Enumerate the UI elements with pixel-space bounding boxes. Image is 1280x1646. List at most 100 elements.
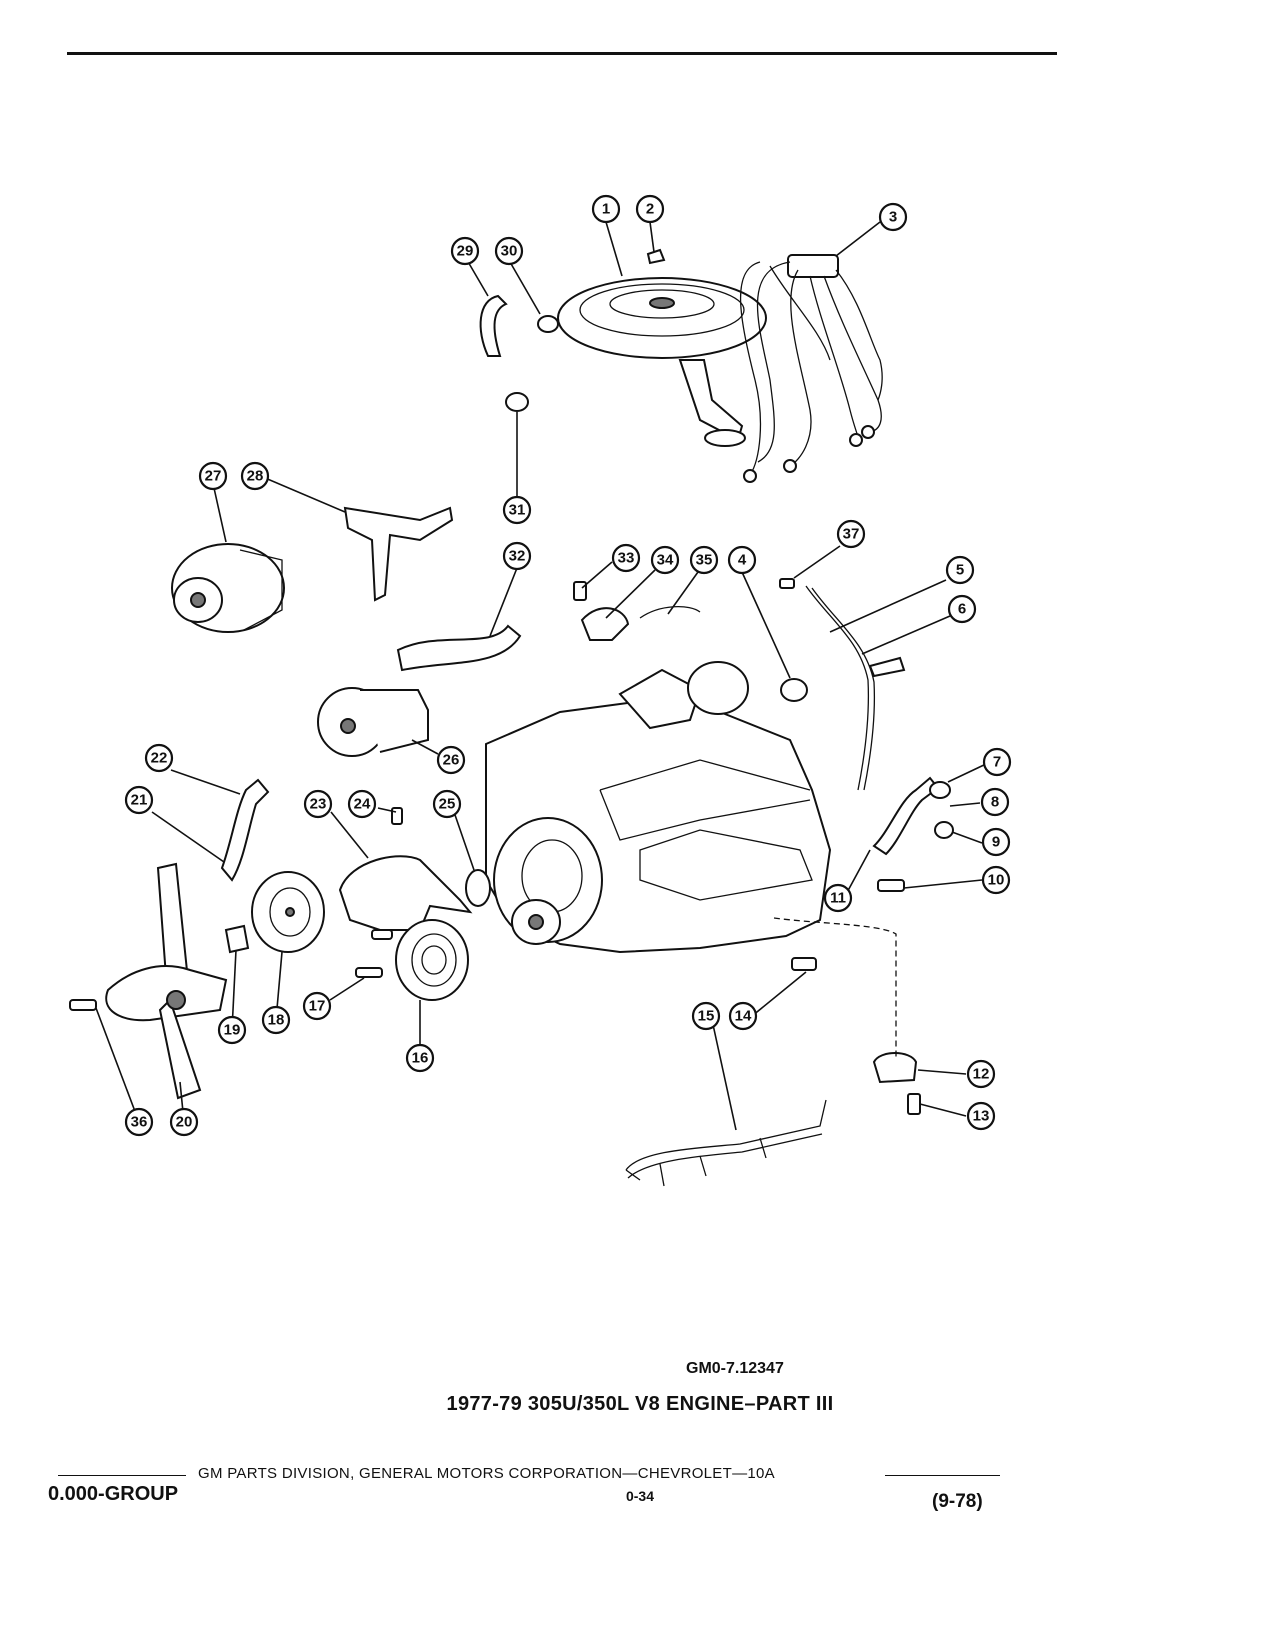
grommet [505,392,529,412]
dipstick [805,585,870,791]
svg-text:3: 3 [889,209,897,226]
svg-text:22: 22 [151,750,168,767]
water-pump [338,855,473,931]
svg-text:29: 29 [457,243,474,260]
fitting [934,821,954,839]
svg-text:9: 9 [992,834,1000,851]
svg-text:34: 34 [657,552,674,569]
svg-text:14: 14 [735,1008,752,1025]
svg-text:1: 1 [602,201,610,218]
callout-1: 1 [591,194,621,224]
callout-27: 27 [198,461,228,491]
svg-text:13: 13 [973,1108,990,1125]
callout-30: 30 [494,236,524,266]
svg-text:12: 12 [973,1066,990,1083]
figure-title: 1977-79 305U/350L V8 ENGINE–PART III [446,1393,834,1415]
header-rule [67,52,1057,55]
callout-5: 5 [945,555,975,585]
callout-4: 4 [727,545,757,575]
footer-rule-left [58,1475,186,1476]
drain-cock [791,957,817,971]
svg-text:10: 10 [988,872,1005,889]
leader-lines [95,221,987,1131]
dipstick-tube [811,587,876,791]
fan-bolt [69,999,97,1011]
water-pump-pulley [251,871,325,953]
svg-text:8: 8 [991,794,999,811]
hose-clamp [929,781,951,799]
lower-hose [220,778,270,882]
svg-text:15: 15 [698,1008,715,1025]
callout-10: 10 [981,865,1011,895]
revision-date: (9-78) [932,1491,983,1512]
pcv-valve [537,315,559,333]
svg-text:18: 18 [268,1012,285,1029]
sender-switch [779,578,795,589]
bolt [573,581,587,601]
svg-text:31: 31 [509,502,526,519]
alternator-bracket [343,506,454,602]
callout-37: 37 [836,519,866,549]
svg-text:17: 17 [309,998,326,1015]
callout-17: 17 [302,991,332,1021]
oil-cap [780,678,808,702]
heater-hose [872,776,940,856]
temp-switch [877,879,905,892]
callout-33: 33 [611,543,641,573]
callout-13: 13 [966,1101,996,1131]
callout-6: 6 [947,594,977,624]
crankshaft-pulley [395,919,469,1001]
upper-hose [396,624,522,672]
sender-bolt [907,1093,921,1115]
callout-3: 3 [878,202,908,232]
svg-text:16: 16 [412,1050,429,1067]
pump-stud [391,807,403,825]
svg-text:24: 24 [354,796,371,813]
svg-text:23: 23 [310,796,327,813]
callout-12: 12 [966,1059,996,1089]
callout-14: 14 [728,1001,758,1031]
svg-text:19: 19 [224,1022,241,1039]
svg-text:35: 35 [696,552,713,569]
callout-2: 2 [635,194,665,224]
svg-text:28: 28 [247,468,264,485]
callout-29: 29 [450,236,480,266]
callout-32: 32 [502,541,532,571]
wiring-harness [625,1099,827,1187]
thermostat-housing [580,607,630,641]
callout-15: 15 [691,1001,721,1031]
callout-28: 28 [240,461,270,491]
air-cleaner [557,277,767,447]
callout-36: 36 [124,1107,154,1137]
svg-text:7: 7 [993,754,1001,771]
wing-nut [646,248,666,265]
figure-id: GM0-7.12347 [686,1360,784,1377]
svg-text:30: 30 [501,243,518,260]
pulley-bolt-2 [371,929,393,940]
callout-9: 9 [981,827,1011,857]
spacer [224,924,250,954]
svg-text:36: 36 [131,1114,148,1131]
callout-26: 26 [436,745,466,775]
callout-22: 22 [144,743,174,773]
publisher-line: GM PARTS DIVISION, GENERAL MOTORS CORPOR… [198,1465,775,1482]
callout-21: 21 [124,785,154,815]
callout-20: 20 [169,1107,199,1137]
oil-pressure-switch [872,1052,918,1084]
callout-31: 31 [502,495,532,525]
callout-18: 18 [261,1005,291,1035]
engine-block [485,661,832,954]
svg-text:32: 32 [509,548,526,565]
svg-text:5: 5 [956,562,964,579]
callout-34: 34 [650,545,680,575]
pulley-bolt [355,967,383,978]
svg-text:27: 27 [205,468,222,485]
callout-23: 23 [303,789,333,819]
svg-text:26: 26 [443,752,460,769]
svg-text:6: 6 [958,601,966,618]
pump-gasket [465,869,491,907]
pcv-hose [479,294,508,357]
callout-19: 19 [217,1015,247,1045]
